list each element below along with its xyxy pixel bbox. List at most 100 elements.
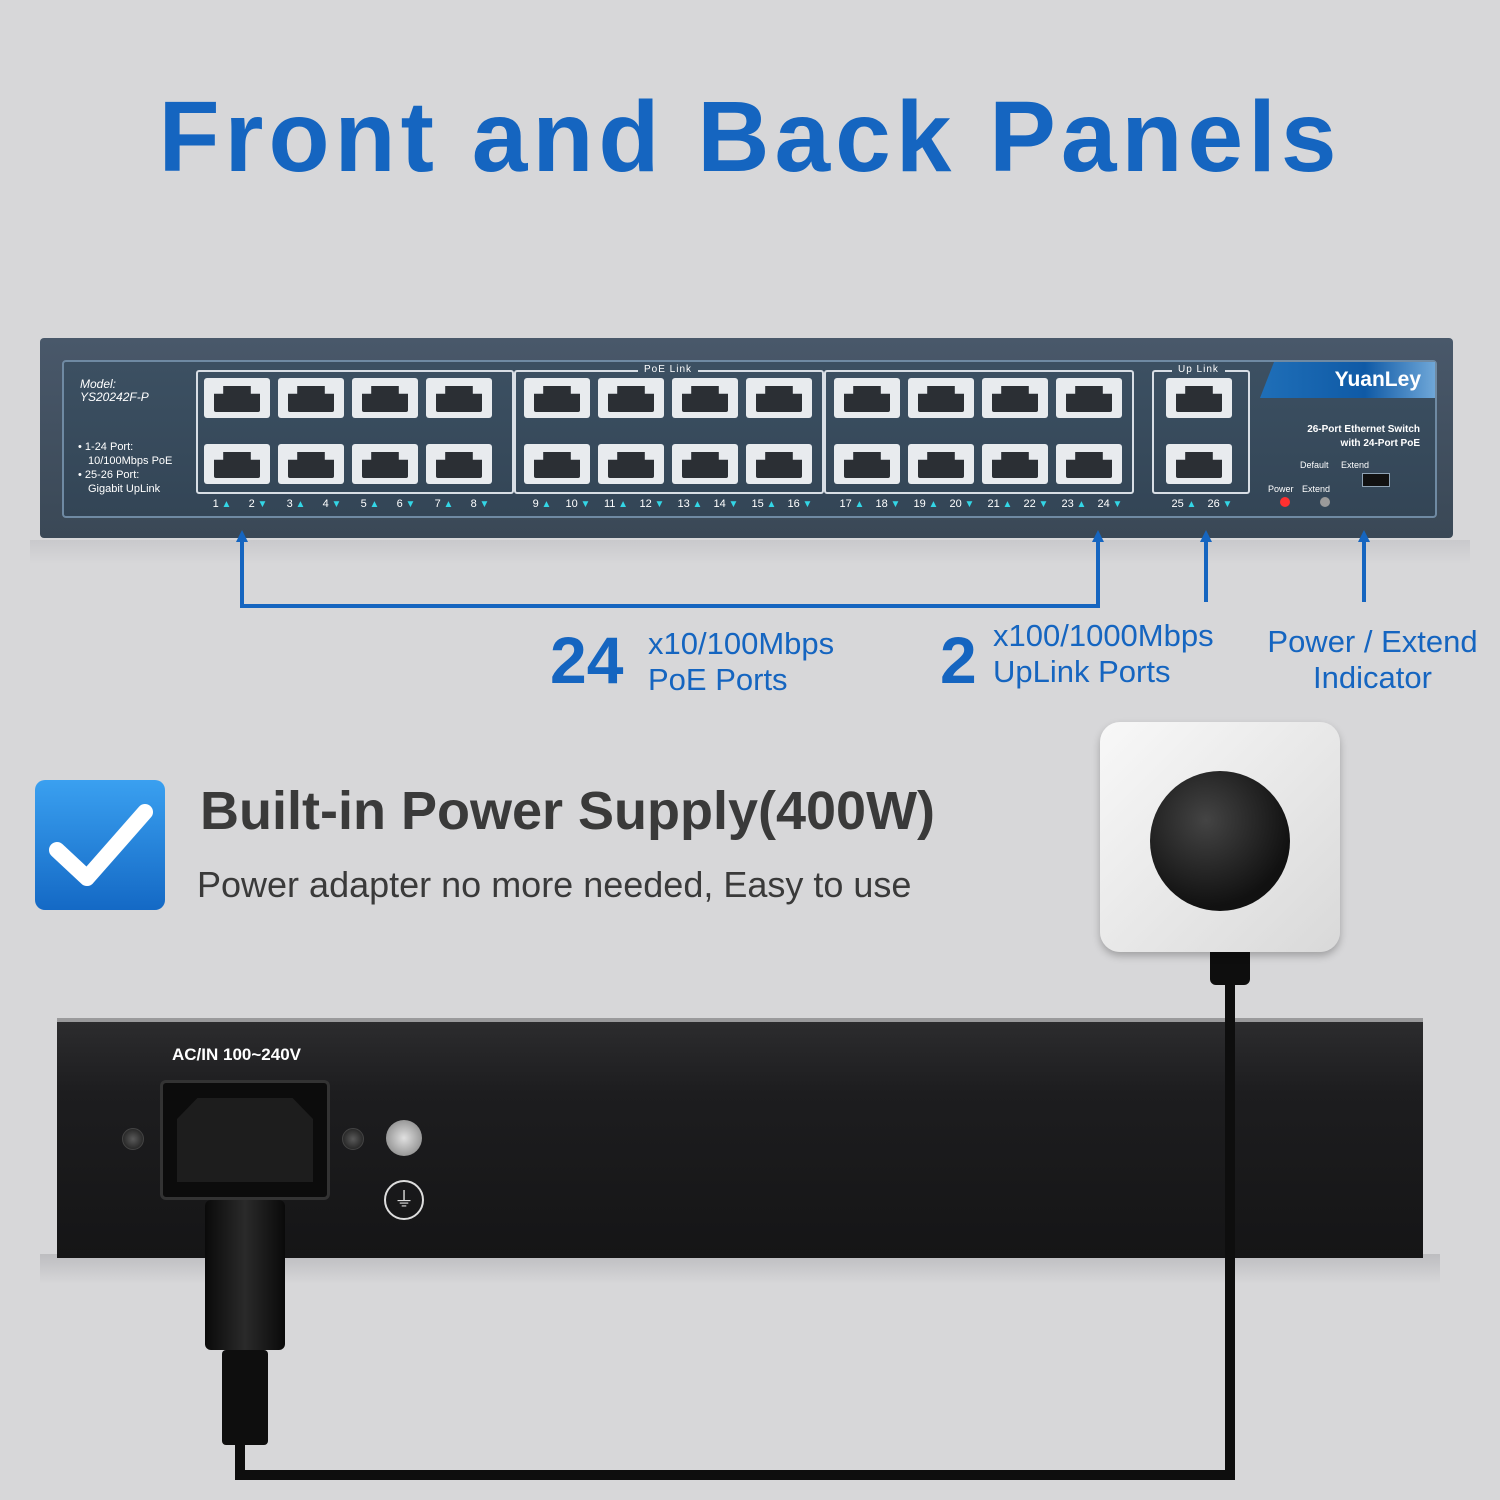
brand-logo: YuanLey — [1260, 362, 1435, 398]
triangle-up-icon: ▲ — [366, 499, 380, 510]
port-number: 4 — [322, 498, 329, 510]
model-number: YS20242F-P — [80, 390, 149, 404]
uplink-line: UpLink Ports — [993, 654, 1171, 689]
port-number: 2 — [248, 498, 255, 510]
desc-line: 26-Port Ethernet Switch — [1307, 424, 1420, 435]
port-number-label: 18 ▼ — [868, 498, 908, 510]
port-number: 14 — [713, 498, 726, 510]
port-group-3 — [824, 370, 1134, 494]
power-cord-strain-relief — [222, 1350, 268, 1445]
triangle-down-icon: ▼ — [577, 499, 591, 510]
uplink-port[interactable] — [1166, 378, 1232, 418]
ethernet-port[interactable] — [982, 378, 1048, 418]
ethernet-port[interactable] — [982, 444, 1048, 484]
power-cord — [235, 1470, 1235, 1480]
port-number-label: 11 ▲ — [596, 498, 636, 510]
ethernet-port[interactable] — [524, 444, 590, 484]
ethernet-port[interactable] — [352, 378, 418, 418]
port-number-label: 20 ▼ — [942, 498, 982, 510]
port-number-label: 17 ▲ — [832, 498, 872, 510]
ethernet-port[interactable] — [426, 378, 492, 418]
ethernet-port[interactable] — [1056, 378, 1122, 418]
port-number: 16 — [787, 498, 800, 510]
triangle-down-icon: ▼ — [1035, 499, 1049, 510]
ethernet-port[interactable] — [834, 444, 900, 484]
indicator-line: Indicator — [1313, 660, 1432, 695]
model-info: Model: YS20242F-P — [80, 378, 149, 404]
ethernet-port[interactable] — [1056, 444, 1122, 484]
ethernet-port[interactable] — [426, 444, 492, 484]
port-number: 8 — [470, 498, 477, 510]
arrow-up-icon — [1092, 530, 1104, 542]
triangle-up-icon: ▲ — [925, 499, 939, 510]
port-number-label: 22 ▼ — [1016, 498, 1056, 510]
port-number: 3 — [286, 498, 293, 510]
power-plug-connector — [205, 1200, 285, 1350]
ethernet-port[interactable] — [746, 444, 812, 484]
arrow-up-icon — [236, 530, 248, 542]
dip-default-label: Default — [1300, 460, 1329, 470]
port-number-label: 13 ▲ — [670, 498, 710, 510]
port-number: 13 — [677, 498, 690, 510]
led-labels: Power Extend — [1268, 484, 1330, 494]
ethernet-port[interactable] — [834, 378, 900, 418]
triangle-down-icon: ▼ — [328, 499, 342, 510]
extend-led — [1320, 497, 1330, 507]
ethernet-port[interactable] — [598, 444, 664, 484]
model-label: Model: — [80, 377, 117, 391]
ethernet-port[interactable] — [278, 444, 344, 484]
port-number: 25 — [1171, 498, 1184, 510]
triangle-down-icon: ▼ — [476, 499, 490, 510]
port-number: 20 — [949, 498, 962, 510]
spec-line: • 1-24 Port: — [78, 441, 134, 453]
port-number-label: 19 ▲ — [906, 498, 946, 510]
port-number-label: 1 ▲ — [202, 498, 242, 510]
uplink-description: x100/1000Mbps UpLink Ports — [993, 618, 1214, 690]
port-number-label: 15 ▲ — [744, 498, 784, 510]
ethernet-port[interactable] — [204, 444, 270, 484]
ethernet-port[interactable] — [908, 444, 974, 484]
page-title: Front and Back Panels — [158, 81, 1342, 193]
poe-line: PoE Ports — [648, 662, 788, 697]
port-number: 22 — [1023, 498, 1036, 510]
triangle-up-icon: ▲ — [1073, 499, 1087, 510]
power-inlet-socket — [177, 1098, 313, 1182]
port-number-label: 9 ▲ — [522, 498, 562, 510]
port-number-label: 2 ▼ — [238, 498, 278, 510]
ethernet-port[interactable] — [746, 378, 812, 418]
port-number: 5 — [360, 498, 367, 510]
poe-description: x10/100Mbps PoE Ports — [648, 626, 834, 698]
dip-extend-label: Extend — [1341, 460, 1370, 470]
ethernet-port[interactable] — [524, 378, 590, 418]
ethernet-port[interactable] — [908, 378, 974, 418]
switch-description: 26-Port Ethernet Switch with 24-Port PoE — [1260, 423, 1420, 451]
dip-switch[interactable] — [1362, 473, 1390, 487]
port-number: 23 — [1061, 498, 1074, 510]
triangle-down-icon: ▼ — [651, 499, 665, 510]
triangle-up-icon: ▲ — [999, 499, 1013, 510]
port-number-label: 6 ▼ — [386, 498, 426, 510]
ground-screw-icon — [386, 1120, 422, 1156]
triangle-up-icon: ▲ — [851, 499, 865, 510]
triangle-down-icon: ▼ — [961, 499, 975, 510]
port-number-label: 21 ▲ — [980, 498, 1020, 510]
spec-line: • 25-26 Port: — [78, 469, 140, 481]
port-number-label: 4 ▼ — [312, 498, 352, 510]
port-number: 24 — [1097, 498, 1110, 510]
ethernet-port[interactable] — [672, 444, 738, 484]
front-panel-shadow — [30, 540, 1470, 564]
ethernet-port[interactable] — [278, 378, 344, 418]
ac-input-label: AC/IN 100~240V — [172, 1045, 301, 1064]
spec-line: Gigabit UpLink — [88, 483, 161, 495]
ethernet-port[interactable] — [204, 378, 270, 418]
indicator-description: Power / Extend Indicator — [1250, 624, 1495, 696]
ethernet-port[interactable] — [598, 378, 664, 418]
port-number: 6 — [396, 498, 403, 510]
uplink-port[interactable] — [1166, 444, 1232, 484]
ethernet-port[interactable] — [352, 444, 418, 484]
port-number: 1 — [212, 498, 219, 510]
poe-count: 24 — [550, 623, 624, 697]
port-number: 15 — [751, 498, 764, 510]
power-cord — [235, 1445, 245, 1480]
ethernet-port[interactable] — [672, 378, 738, 418]
